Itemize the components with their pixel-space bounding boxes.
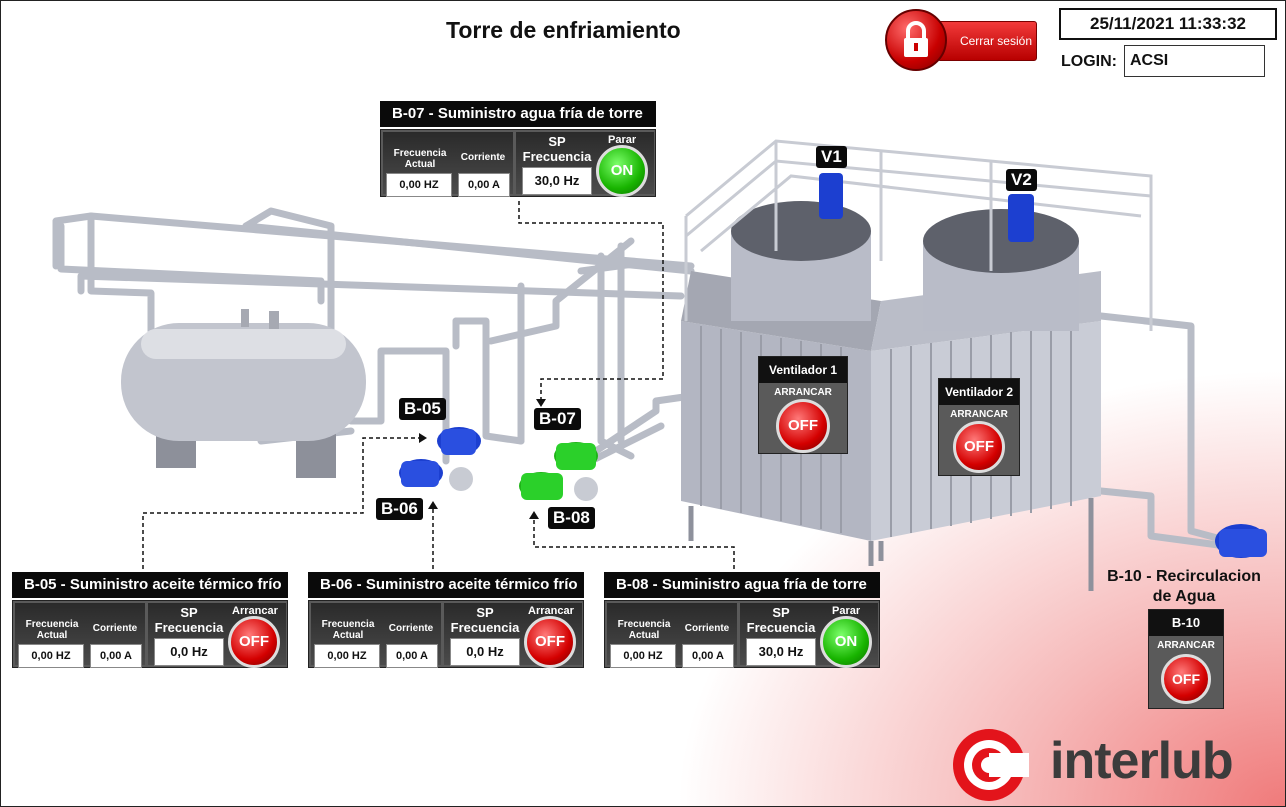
current-label: Corriente bbox=[684, 623, 730, 634]
panel-b08: B-08 - Suministro agua fría de torre Fre… bbox=[604, 572, 880, 670]
action-label: Arrancar bbox=[528, 605, 574, 617]
cooling-tower bbox=[681, 139, 1153, 591]
fan-title: Ventilador 1 bbox=[759, 357, 847, 383]
action-label: Parar bbox=[832, 605, 861, 617]
freq-label: Frecuencia Actual bbox=[393, 148, 447, 170]
tag-v2: V2 bbox=[1006, 169, 1037, 191]
sp-input[interactable]: 30,0 Hz bbox=[522, 167, 592, 195]
action-label: Arrancar bbox=[232, 605, 278, 617]
sp-label: SP Frecuencia bbox=[154, 605, 224, 635]
b10-toggle[interactable]: OFF bbox=[1161, 654, 1211, 704]
sp-label: SP Frecuencia bbox=[522, 134, 592, 164]
panel-b07: B-07 - Suministro agua fría de torre Fre… bbox=[380, 101, 656, 199]
fan-control-v1: Ventilador 1 ARRANCAR OFF bbox=[758, 356, 848, 454]
action-label: Parar bbox=[608, 134, 637, 146]
current-label: Corriente bbox=[388, 623, 434, 634]
tag-b05: B-05 bbox=[399, 398, 446, 420]
fan-toggle[interactable]: OFF bbox=[953, 421, 1005, 473]
sp-label: SP Frecuencia bbox=[450, 605, 520, 635]
sp-label: SP Frecuencia bbox=[746, 605, 816, 635]
fan-title: Ventilador 2 bbox=[939, 379, 1019, 405]
start-stop-toggle[interactable]: ON bbox=[596, 145, 648, 197]
start-stop-toggle[interactable]: OFF bbox=[228, 616, 280, 668]
fan-action-label: ARRANCAR bbox=[774, 387, 832, 398]
current-label: Corriente bbox=[92, 623, 138, 634]
tag-b06: B-06 bbox=[376, 498, 423, 520]
logout-label: Cerrar sesión bbox=[959, 34, 1032, 48]
freq-value: 0,00 HZ bbox=[610, 644, 676, 668]
sp-input[interactable]: 0,0 Hz bbox=[450, 638, 520, 666]
logo-text: interlub bbox=[1050, 732, 1234, 790]
panel-title: B-05 - Suministro aceite térmico frío bbox=[12, 572, 288, 598]
interlub-logo: interlub bbox=[946, 723, 1281, 803]
login-user-field[interactable]: ACSI bbox=[1124, 45, 1265, 77]
current-value: 0,00 A bbox=[682, 644, 734, 668]
panel-title: B-06 - Suministro aceite térmico frío bbox=[308, 572, 584, 598]
pump-control-b10: B-10 ARRANCAR OFF bbox=[1148, 609, 1224, 709]
panel-title: B-07 - Suministro agua fría de torre bbox=[380, 101, 656, 127]
b10-title: B-10 bbox=[1149, 610, 1223, 636]
logout-button[interactable]: Cerrar sesión bbox=[885, 9, 1037, 71]
datetime-display: 25/11/2021 11:33:32 bbox=[1059, 8, 1277, 40]
current-value: 0,00 A bbox=[90, 644, 142, 668]
freq-value: 0,00 HZ bbox=[314, 644, 380, 668]
current-value: 0,00 A bbox=[386, 644, 438, 668]
freq-label: Frecuencia Actual bbox=[617, 619, 671, 641]
logo-mark-icon bbox=[953, 729, 1029, 801]
fan-action-label: ARRANCAR bbox=[950, 409, 1008, 420]
freq-label: Frecuencia Actual bbox=[321, 619, 375, 641]
b10-label: B-10 - Recirculacion de Agua bbox=[1107, 568, 1261, 605]
freq-label: Frecuencia Actual bbox=[25, 619, 79, 641]
fan-control-v2: Ventilador 2 ARRANCAR OFF bbox=[938, 378, 1020, 476]
login-label: LOGIN: bbox=[1061, 53, 1117, 70]
panel-b05: B-05 - Suministro aceite térmico frío Fr… bbox=[12, 572, 288, 670]
b10-action-label: ARRANCAR bbox=[1157, 640, 1215, 651]
sp-input[interactable]: 30,0 Hz bbox=[746, 638, 816, 666]
start-stop-toggle[interactable]: OFF bbox=[524, 616, 576, 668]
current-value: 0,00 A bbox=[458, 173, 510, 197]
current-label: Corriente bbox=[460, 152, 506, 163]
piping bbox=[52, 207, 1230, 550]
start-stop-toggle[interactable]: ON bbox=[820, 616, 872, 668]
lock-icon bbox=[885, 9, 947, 71]
dashed-connectors bbox=[142, 201, 735, 569]
tag-v1: V1 bbox=[816, 146, 847, 168]
panel-title: B-08 - Suministro agua fría de torre bbox=[604, 572, 880, 598]
fan-toggle[interactable]: OFF bbox=[776, 399, 830, 453]
tag-b07: B-07 bbox=[534, 408, 581, 430]
freq-value: 0,00 HZ bbox=[386, 173, 452, 197]
sp-input[interactable]: 0,0 Hz bbox=[154, 638, 224, 666]
pumps bbox=[399, 427, 1267, 558]
storage-tank bbox=[121, 309, 366, 478]
tag-b08: B-08 bbox=[548, 507, 595, 529]
page-title: Torre de enfriamiento bbox=[446, 17, 681, 43]
freq-value: 0,00 HZ bbox=[18, 644, 84, 668]
panel-b06: B-06 - Suministro aceite térmico frío Fr… bbox=[308, 572, 584, 670]
